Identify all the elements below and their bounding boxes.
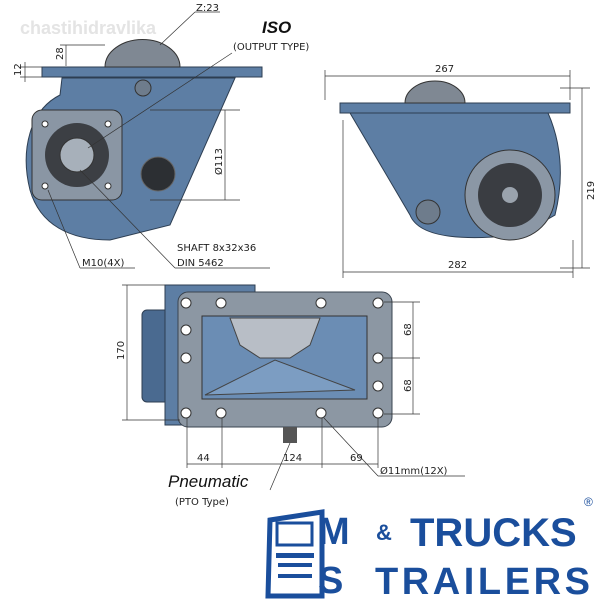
pneumatic-label: Pneumatic bbox=[168, 472, 249, 491]
dim-113: Ø113 bbox=[213, 148, 225, 175]
trailers: TRAILERS bbox=[375, 561, 590, 600]
gear-icon bbox=[404, 80, 466, 104]
truck-icon bbox=[265, 509, 325, 599]
iso-sub: (OUTPUT TYPE) bbox=[233, 42, 309, 53]
amp: & bbox=[376, 520, 392, 545]
pneumatic-valve bbox=[283, 427, 297, 443]
front-view: 12 28 Z:23 ISO (OUTPUT TYPE) Ø113 M10(4X… bbox=[13, 3, 309, 269]
watermark: chastihidravlika bbox=[20, 18, 157, 38]
side-view: 267 219 282 bbox=[324, 64, 597, 278]
dim-124: 124 bbox=[283, 453, 302, 464]
letters-1: M bbox=[318, 511, 350, 553]
gear-icon bbox=[104, 39, 181, 68]
pto-type-label: (PTO Type) bbox=[175, 497, 229, 508]
dim-282: 282 bbox=[448, 260, 467, 271]
dim-68-top: 68 bbox=[403, 323, 414, 336]
iso-label: ISO bbox=[262, 18, 291, 37]
dim-44: 44 bbox=[197, 453, 210, 464]
ms-trucks-trailers-logo: M S TRUCKS & TRAILERS ® bbox=[265, 495, 593, 600]
registered: ® bbox=[584, 495, 593, 509]
shaft-label-2: DIN 5462 bbox=[177, 258, 224, 269]
letters-2: S bbox=[318, 560, 343, 600]
dim-68-bottom: 68 bbox=[403, 379, 414, 392]
gear-label: Z:23 bbox=[196, 3, 219, 14]
trucks: TRUCKS bbox=[410, 511, 577, 555]
hole-label: Ø11mm(12X) bbox=[380, 465, 448, 477]
bolt-label: M10(4X) bbox=[82, 258, 124, 269]
shaft-label-1: SHAFT 8x32x36 bbox=[177, 243, 256, 254]
dim-12: 12 bbox=[13, 63, 24, 76]
bottom-view: 170 68 68 44 124 69 Ø11mm(12X) Pneumatic… bbox=[116, 284, 465, 508]
dim-170: 170 bbox=[116, 341, 127, 360]
dim-69: 69 bbox=[350, 453, 363, 464]
dim-267: 267 bbox=[435, 64, 454, 75]
dim-219: 219 bbox=[586, 181, 597, 200]
dim-28: 28 bbox=[55, 47, 66, 60]
